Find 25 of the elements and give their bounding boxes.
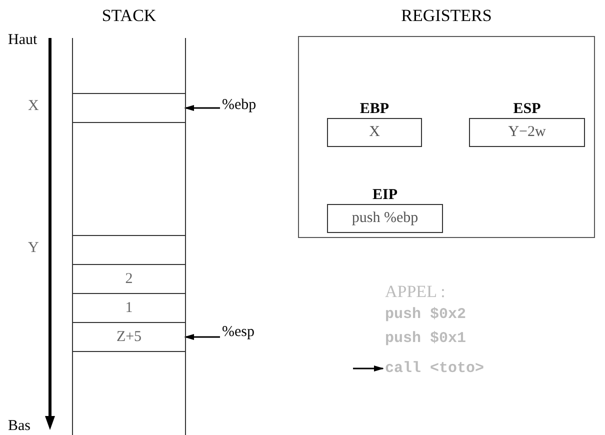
register-name: EIP [371,187,398,204]
register-name: EBP [358,101,390,118]
stack-cell: 1 [73,293,185,323]
empty-stack-cell [73,93,185,123]
register-value: X [327,118,422,147]
register-name: ESP [512,101,542,118]
axis-label: Haut [8,32,38,49]
register-value: push %ebp [327,204,443,233]
axis-label: Bas [8,418,30,435]
stack-cell: 2 [73,264,185,294]
stack-heading: STACK [100,6,158,26]
address-label: Y [28,240,39,257]
register-pointer-label: %esp [222,324,254,341]
code-heading: APPEL : [385,282,446,302]
code-line: push $0x2 [385,306,466,323]
register-value: Y−2w [469,118,585,147]
stack-cell: Z+5 [73,322,185,352]
address-label: X [28,98,39,115]
arrow [184,334,220,340]
code-line: push $0x1 [385,330,466,347]
arrow [353,366,384,372]
register-pointer-label: %ebp [222,97,256,114]
arrow [184,105,220,111]
code-line: call <toto> [385,360,484,377]
registers-heading: REGISTERS [400,6,493,26]
